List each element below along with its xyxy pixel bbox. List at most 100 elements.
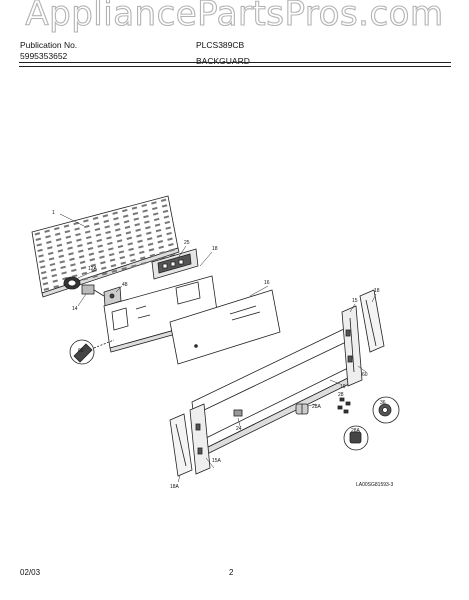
vent-slot	[79, 260, 86, 264]
watermark: AppliancePartsPros.com	[25, 0, 444, 35]
vent-slot	[131, 264, 137, 268]
vent-slot	[156, 234, 163, 238]
vent-slot	[132, 211, 139, 216]
publication-number: 5995353652	[20, 51, 68, 61]
vent-slot	[54, 226, 60, 231]
left-trim-strip	[169, 413, 193, 477]
vent-slot	[62, 276, 68, 281]
vent-slot	[75, 232, 81, 237]
vent-slot	[108, 252, 115, 257]
screw-detail-right	[372, 396, 400, 424]
vent-slot	[142, 209, 148, 213]
vent-slot	[93, 222, 100, 226]
footer-page-number: 2	[229, 568, 234, 577]
vent-slot	[162, 209, 169, 214]
vent-slot	[77, 244, 83, 248]
vent-slot	[101, 266, 107, 270]
spacer-part	[63, 276, 81, 290]
callout-switch: 24	[236, 426, 242, 432]
vent-slot	[157, 240, 164, 244]
figure-id: LA00SG81593-3	[356, 482, 393, 488]
callout-left-endcap: 15A	[212, 458, 222, 464]
vent-slot	[92, 216, 99, 220]
vent-slot	[88, 252, 95, 256]
callout-bracket: 48	[122, 282, 128, 288]
vent-slot	[127, 242, 133, 246]
vent-slot	[52, 279, 59, 283]
small-hardware	[337, 397, 351, 414]
vent-slot	[74, 227, 80, 231]
vent-slot	[40, 265, 46, 269]
vent-slot	[110, 264, 117, 268]
vent-slot	[53, 284, 59, 289]
vent-slot	[104, 225, 110, 229]
vent-slot	[116, 239, 123, 243]
vent-slot	[99, 255, 105, 259]
vent-slot	[101, 272, 108, 276]
vent-slot	[67, 246, 73, 250]
vent-slot	[84, 224, 90, 229]
publication-label: Publication No.	[20, 40, 78, 50]
vent-slot	[166, 231, 172, 236]
callout-control-panel: 18	[212, 246, 218, 252]
vent-slot	[57, 249, 64, 253]
callout-screw-right: 60	[362, 372, 368, 378]
vent-slot	[87, 246, 94, 251]
vent-slot	[54, 232, 61, 236]
vent-slot	[134, 223, 140, 227]
vent-slot	[128, 247, 134, 252]
vent-slot	[51, 273, 58, 278]
vent-slot	[135, 228, 141, 232]
vent-slot	[85, 235, 92, 240]
vent-slot	[66, 241, 72, 245]
vent-slot	[164, 220, 171, 225]
vent-slot	[112, 211, 118, 215]
vent-slot	[41, 276, 48, 280]
vent-slot	[129, 253, 135, 257]
vent-slot	[130, 258, 136, 263]
vent-slot	[139, 256, 146, 260]
vent-slot	[47, 246, 53, 250]
callout-backguard-panel: 1	[52, 210, 55, 216]
vent-slot	[133, 217, 140, 221]
vent-slot	[138, 245, 144, 249]
callout-small-parts: 28A	[351, 428, 361, 434]
vent-slot	[92, 274, 98, 279]
header-rule	[19, 62, 451, 63]
vent-slot	[165, 226, 171, 230]
vent-slot	[124, 225, 131, 229]
vent-slot	[155, 228, 162, 233]
vent-slot	[55, 238, 62, 242]
vent-slot	[167, 237, 173, 241]
vent-slot	[102, 214, 109, 218]
callout-connector: 14	[72, 306, 78, 312]
vent-slot	[117, 244, 124, 249]
vent-slot	[113, 217, 119, 221]
vent-slot	[159, 251, 165, 255]
callout-spacer: 12A	[88, 266, 98, 272]
vent-slot	[111, 269, 118, 273]
header-rule-lower	[19, 66, 451, 67]
clock-module	[151, 248, 199, 280]
vent-slot	[45, 235, 51, 239]
overlay-panel	[169, 289, 281, 365]
vent-slot	[144, 220, 150, 224]
vent-slot	[146, 231, 152, 235]
vent-slot	[86, 241, 93, 245]
right-endcap	[341, 305, 363, 387]
footer-date: 02/03	[20, 568, 41, 577]
vent-slot	[115, 233, 122, 238]
vent-slot	[158, 245, 164, 249]
vent-slot	[70, 263, 76, 267]
vent-slot	[100, 261, 106, 265]
vent-slot	[34, 232, 41, 236]
vent-slot	[163, 215, 170, 219]
vent-slot	[68, 252, 74, 256]
vent-slot	[146, 237, 153, 241]
vent-slot	[169, 248, 175, 252]
vent-slot	[90, 263, 96, 267]
vent-slot	[153, 217, 160, 222]
vent-slot	[119, 255, 126, 260]
vent-slot	[105, 230, 111, 235]
callout-knob: 28A	[312, 404, 322, 410]
